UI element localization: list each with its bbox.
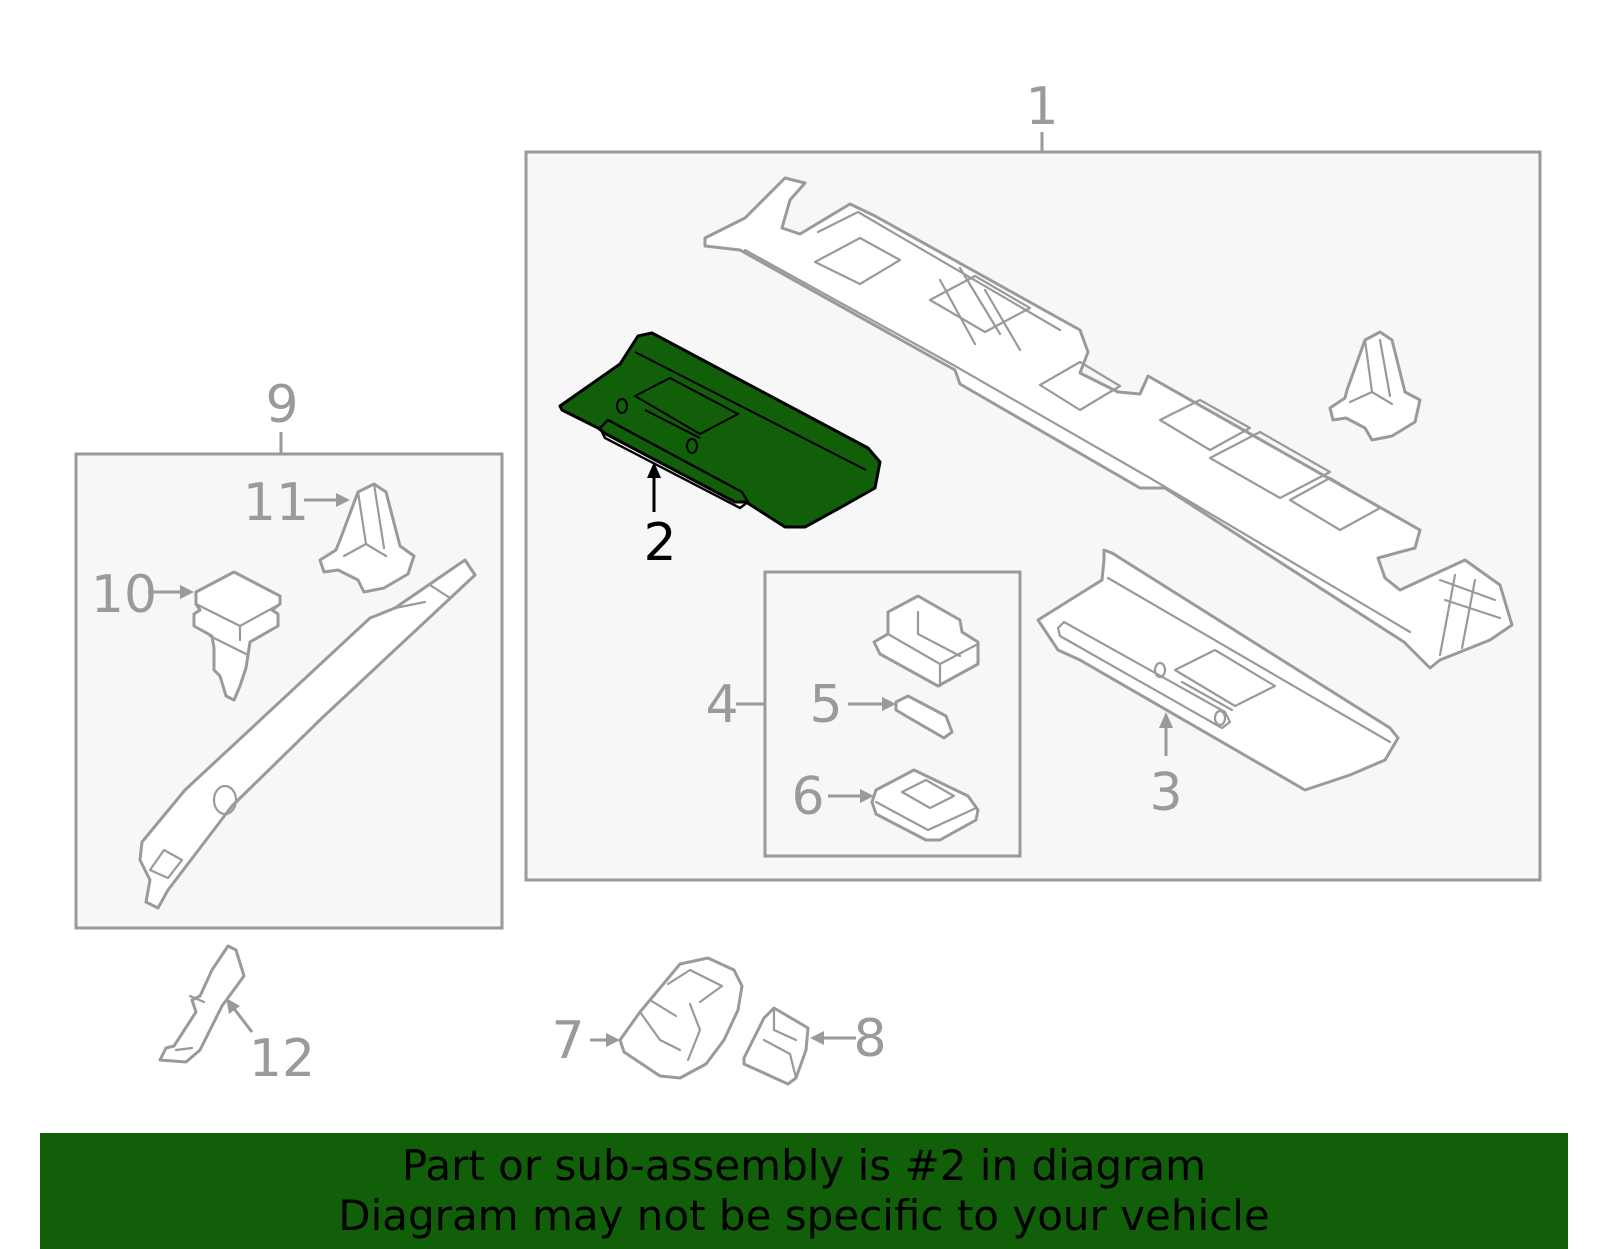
arrow-11 — [336, 493, 350, 507]
clip-near-part-1[interactable] — [1328, 330, 1422, 442]
arrow-8 — [810, 1031, 824, 1045]
part-3-sun-visor[interactable] — [1036, 548, 1400, 792]
part-7-cover[interactable] — [618, 956, 744, 1080]
part-11-clip[interactable] — [318, 482, 416, 594]
part-8-small-cover[interactable] — [742, 1006, 810, 1086]
arrow-6 — [860, 789, 874, 803]
arrow-7 — [606, 1033, 620, 1047]
part-2-sun-visor[interactable] — [558, 331, 882, 529]
callout-8: 8 — [853, 1009, 886, 1069]
leader-12 — [230, 1005, 254, 1033]
part-12-bracket[interactable] — [158, 944, 246, 1064]
callout-12: 12 — [249, 1029, 315, 1089]
arrow-5 — [882, 697, 896, 711]
part-4-map-lamp[interactable] — [872, 594, 980, 688]
arrow-3 — [1159, 712, 1173, 728]
callout-7: 7 — [551, 1011, 584, 1071]
part-10-retainer-clip[interactable] — [192, 570, 282, 702]
banner-line-1: Part or sub-assembly is #2 in diagram — [401, 1141, 1207, 1190]
arrow-12 — [226, 998, 240, 1014]
callout-6: 6 — [791, 767, 824, 827]
part-1-roof-rail[interactable] — [703, 176, 1514, 670]
callout-3: 3 — [1149, 763, 1182, 823]
part-5-bulb[interactable] — [894, 694, 954, 740]
part-6-lens[interactable] — [870, 768, 980, 842]
callout-1: 1 — [1025, 77, 1058, 137]
part-9-pillar-trim[interactable] — [138, 558, 477, 910]
arrow-2 — [647, 462, 661, 478]
info-banner: Part or sub-assembly is #2 in diagram Di… — [40, 1133, 1568, 1249]
callout-5: 5 — [809, 675, 842, 735]
callout-2: 2 — [643, 513, 676, 573]
callout-11: 11 — [243, 473, 309, 533]
callout-9: 9 — [265, 375, 298, 435]
callout-10: 10 — [91, 565, 157, 625]
banner-line-2: Diagram may not be specific to your vehi… — [338, 1191, 1270, 1240]
callout-4: 4 — [705, 675, 738, 735]
arrow-10 — [180, 585, 194, 599]
